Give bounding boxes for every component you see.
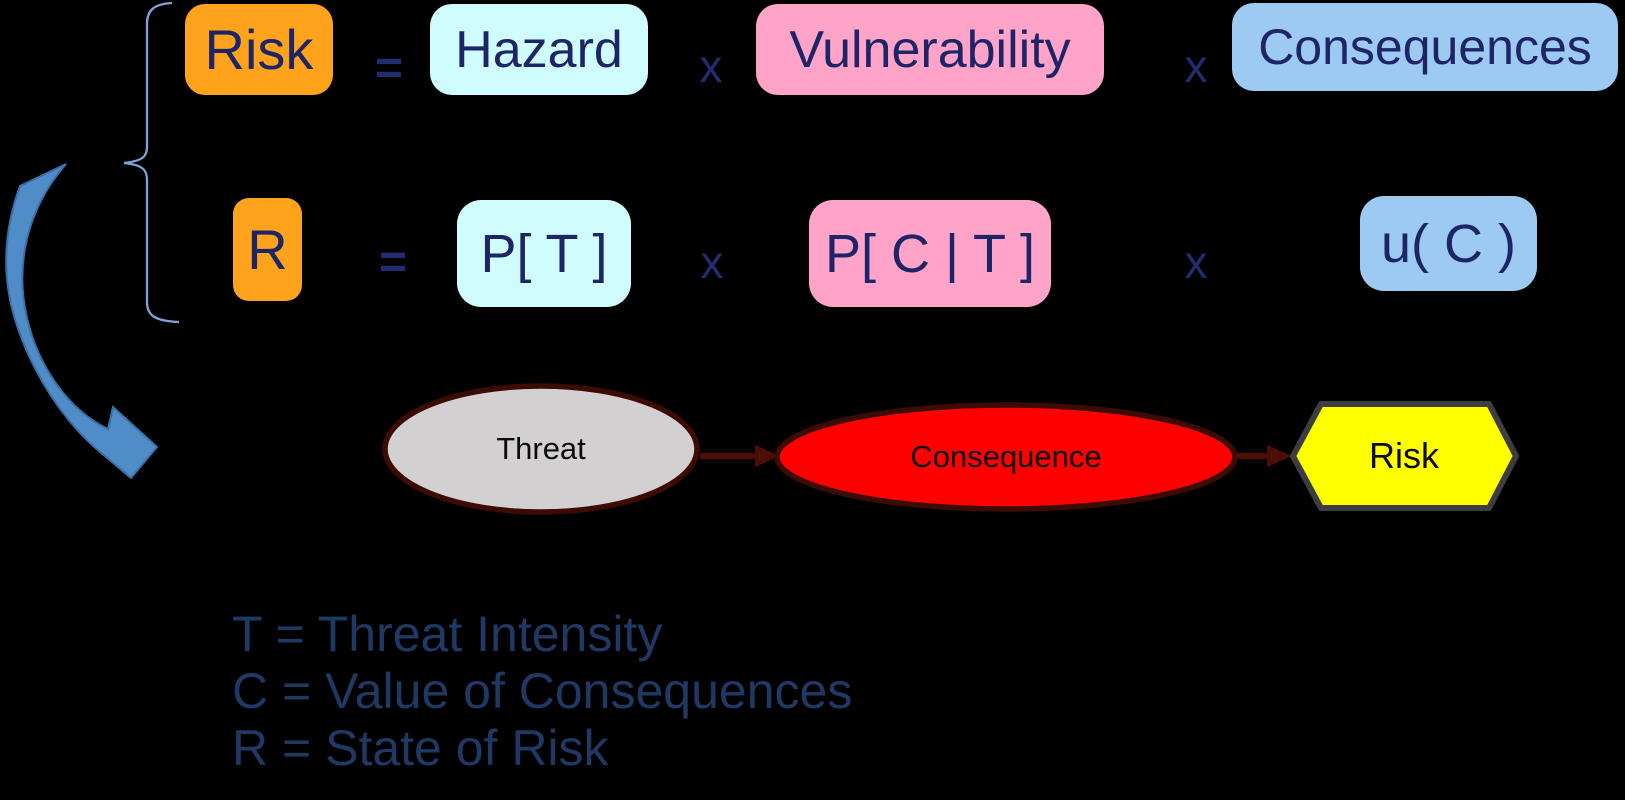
- r-box-label: R: [247, 218, 288, 281]
- times-sign-row1-a: x: [699, 40, 723, 92]
- consequence-ellipse: [774, 402, 1238, 512]
- hazard-box: Hazard: [430, 4, 648, 95]
- times-sign-row2-b: x: [1184, 236, 1208, 288]
- risk-box-label: Risk: [204, 18, 314, 81]
- r-box: R: [233, 198, 302, 301]
- vulnerability-box: Vulnerability: [756, 4, 1104, 95]
- p-t-box: P[ T ]: [457, 200, 631, 307]
- vulnerability-box-label: Vulnerability: [789, 20, 1071, 79]
- risk-hexagon: [1289, 401, 1520, 511]
- p-c-t-box: P[ C | T ]: [809, 200, 1051, 307]
- threat-ellipse: [382, 383, 700, 515]
- p-c-t-box-label: P[ C | T ]: [824, 223, 1036, 284]
- consequence-ellipse-label: Consequence: [910, 439, 1102, 474]
- equals-sign-row2: =: [378, 235, 408, 289]
- consequences-box: Consequences: [1232, 3, 1618, 91]
- hazard-box-label: Hazard: [455, 20, 623, 79]
- times-sign-row2-a: x: [700, 236, 724, 288]
- u-c-box: u( C ): [1360, 196, 1537, 291]
- legend-line-threat-intensity: T = Threat Intensity: [232, 606, 663, 662]
- flow-arrow-2: [1237, 445, 1292, 467]
- curved-arrow: [5, 163, 159, 480]
- legend-line-state-of-risk: R = State of Risk: [232, 720, 609, 776]
- left-brace: [123, 1, 180, 324]
- risk-hexagon-label: Risk: [1369, 435, 1439, 476]
- legend: T = Threat Intensity C = Value of Conseq…: [232, 606, 852, 777]
- flow-arrow-1: [700, 445, 780, 467]
- risk-box: Risk: [185, 4, 333, 95]
- consequences-box-label: Consequences: [1258, 19, 1592, 75]
- u-c-box-label: u( C ): [1381, 213, 1516, 274]
- legend-line-value-of-consequences: C = Value of Consequences: [232, 663, 853, 719]
- p-t-box-label: P[ T ]: [480, 223, 608, 284]
- times-sign-row1-b: x: [1184, 40, 1208, 92]
- threat-ellipse-label: Threat: [496, 431, 586, 466]
- equals-sign-row1: =: [374, 41, 404, 95]
